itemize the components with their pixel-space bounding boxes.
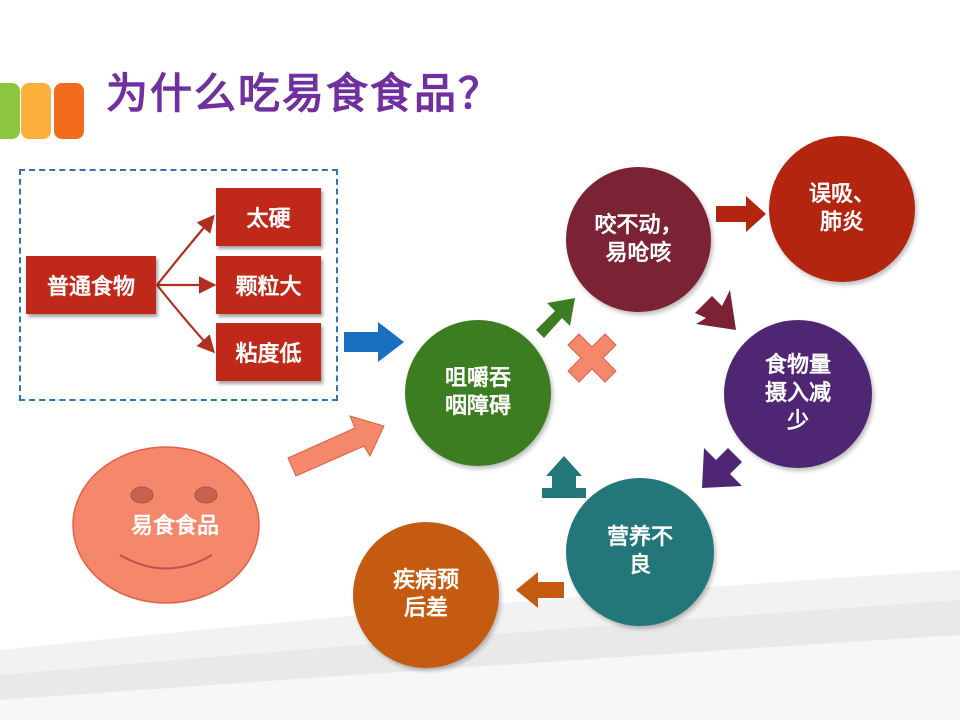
node-intake-reduced: 食物量 摄入减 少: [724, 320, 872, 468]
smiley-right-eye: [194, 486, 218, 504]
accent-bar-yellow: [21, 83, 51, 139]
arrow-malnutrition-to-prognosis: [516, 572, 564, 608]
branch-line-viscosity: [156, 284, 215, 354]
node-dysphagia: 咀嚼吞 咽障碍: [405, 320, 551, 466]
node-malnutrition-label: 营养不 良: [606, 525, 673, 578]
node-aspiration-pneumonia: 误吸、 肺炎: [769, 136, 915, 282]
arrow-smiley-to-center: [287, 415, 385, 477]
arrow-malnutrition-to-center: [542, 456, 586, 498]
arrow-intake-to-malnutrition: [702, 448, 742, 488]
smiley-mouth: [119, 554, 213, 570]
node-large-grain: 颗粒大: [216, 256, 321, 314]
slide-title: 为什么吃易食食品？: [106, 69, 503, 118]
node-poor-prognosis: 疾病预 后差: [353, 522, 499, 668]
node-malnutrition: 营养不 良: [566, 478, 714, 626]
smiley-left-eye: [130, 486, 154, 504]
arrow-bite-to-pneumonia: [716, 196, 766, 232]
node-bite-choke-label: 咬不动， 易呛咳: [594, 212, 683, 266]
node-aspiration-pneumonia-label: 误吸、 肺炎: [808, 182, 875, 235]
arrow-to-center: [344, 322, 404, 362]
node-ordinary-food: 普通食物: [26, 256, 156, 314]
branch-line-hard: [156, 214, 215, 286]
arrow-center-to-bite: [536, 298, 575, 338]
node-bite-choke: 咬不动， 易呛咳: [566, 167, 711, 312]
node-intake-reduced-label: 食物量 摄入减 少: [764, 353, 831, 434]
node-poor-prognosis-label: 疾病预 后差: [392, 568, 459, 621]
blocked-cross-icon: [567, 333, 617, 383]
smiley-label: 易食食品: [130, 514, 219, 539]
node-low-viscosity: 粘度低: [216, 323, 321, 381]
arrow-bite-to-intake: [695, 290, 736, 330]
smiley-head: [72, 446, 260, 604]
food-causes-group: [19, 169, 338, 401]
node-dysphagia-label: 咀嚼吞 咽障碍: [444, 366, 511, 419]
accent-bar-orange: [54, 83, 84, 139]
accent-bar-green: [0, 83, 20, 139]
node-too-hard: 太硬: [216, 188, 321, 246]
